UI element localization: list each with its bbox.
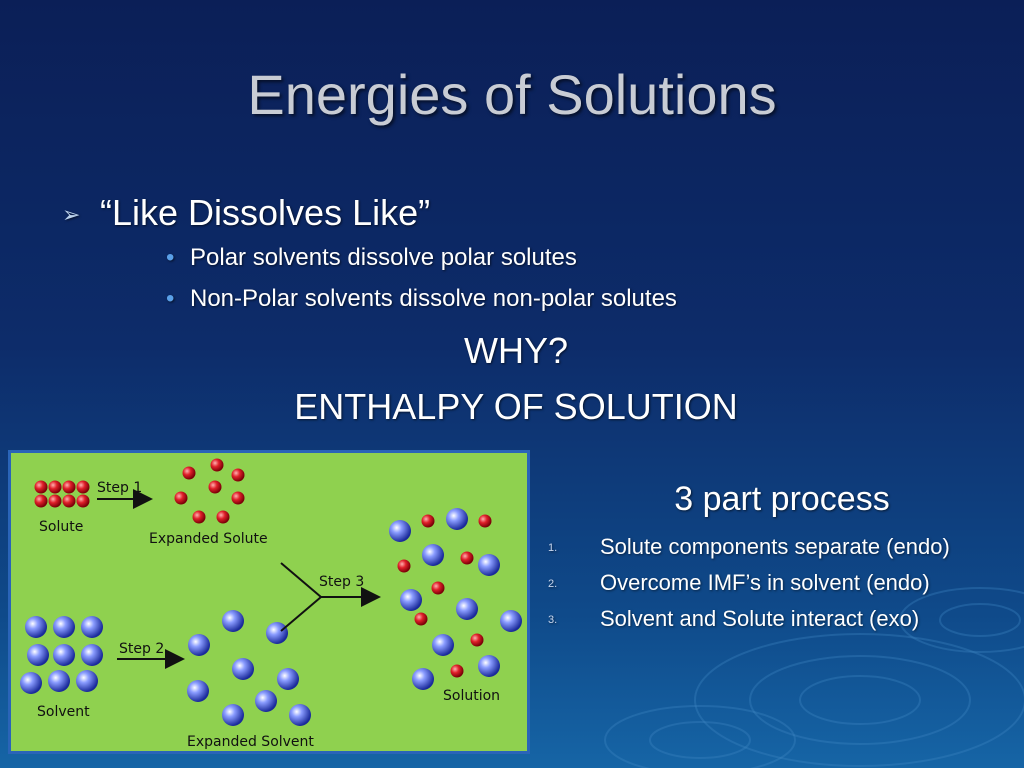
sub-bullet-2: • Non-Polar solvents dissolve non-polar s…: [166, 285, 677, 313]
main-bullet: ➢ “Like Dissolves Like”: [62, 192, 430, 234]
expanded-solvent-particles: [187, 610, 311, 726]
step3-line-bottom: [280, 596, 322, 632]
step-number: 1.: [548, 542, 558, 555]
slide-title: Energies of Solutions: [247, 63, 777, 126]
dissolution-diagram: Solute Step 1 Expanded Solute Solvent St…: [8, 450, 530, 754]
step-number: 2.: [548, 578, 558, 591]
step1-label: Step 1: [97, 480, 142, 496]
step-text: Solvent and Solute interact (exo): [600, 606, 920, 631]
step3-line-top: [280, 562, 322, 598]
step-text: Solute components separate (endo): [600, 534, 950, 559]
expanded-solute-particles: [174, 458, 245, 524]
solute-particles: [34, 480, 90, 508]
sub-bullet-1: • Polar solvents dissolve polar solutes: [166, 244, 577, 272]
solution-particles: [389, 508, 522, 690]
process-steps-list: 1. Solute components separate (endo) 2. Ov…: [548, 534, 950, 642]
enthalpy-heading: ENTHALPY OF SOLUTION: [294, 386, 738, 427]
solution-label: Solution: [443, 688, 500, 704]
process-title: 3 part process: [674, 480, 890, 518]
dot-bullet-icon: •: [166, 285, 175, 312]
process-step-3: 3. Solvent and Solute interact (exo): [548, 606, 950, 642]
sub-bullet-text: Non-Polar solvents dissolve non-polar so…: [190, 285, 677, 312]
solvent-label: Solvent: [37, 704, 90, 720]
main-bullet-text: “Like Dissolves Like”: [100, 192, 431, 233]
dissolution-diagram-svg: Solute Step 1 Expanded Solute Solvent St…: [20, 458, 522, 750]
solvent-particles: [20, 616, 103, 694]
step2-label: Step 2: [119, 641, 164, 657]
dot-bullet-icon: •: [166, 244, 175, 271]
solute-label: Solute: [39, 519, 83, 535]
step3-label: Step 3: [319, 574, 364, 590]
sub-bullet-text: Polar solvents dissolve polar solutes: [190, 244, 577, 271]
process-step-1: 1. Solute components separate (endo): [548, 534, 950, 570]
step-number: 3.: [548, 614, 558, 627]
why-heading: WHY?: [463, 330, 568, 371]
expanded-solvent-label: Expanded Solvent: [187, 734, 314, 750]
process-step-2: 2. Overcome IMF’s in solvent (endo): [548, 570, 950, 606]
step-text: Overcome IMF’s in solvent (endo): [600, 570, 930, 595]
expanded-solute-label: Expanded Solute: [149, 531, 268, 547]
arrow-bullet-icon: ➢: [62, 202, 81, 228]
